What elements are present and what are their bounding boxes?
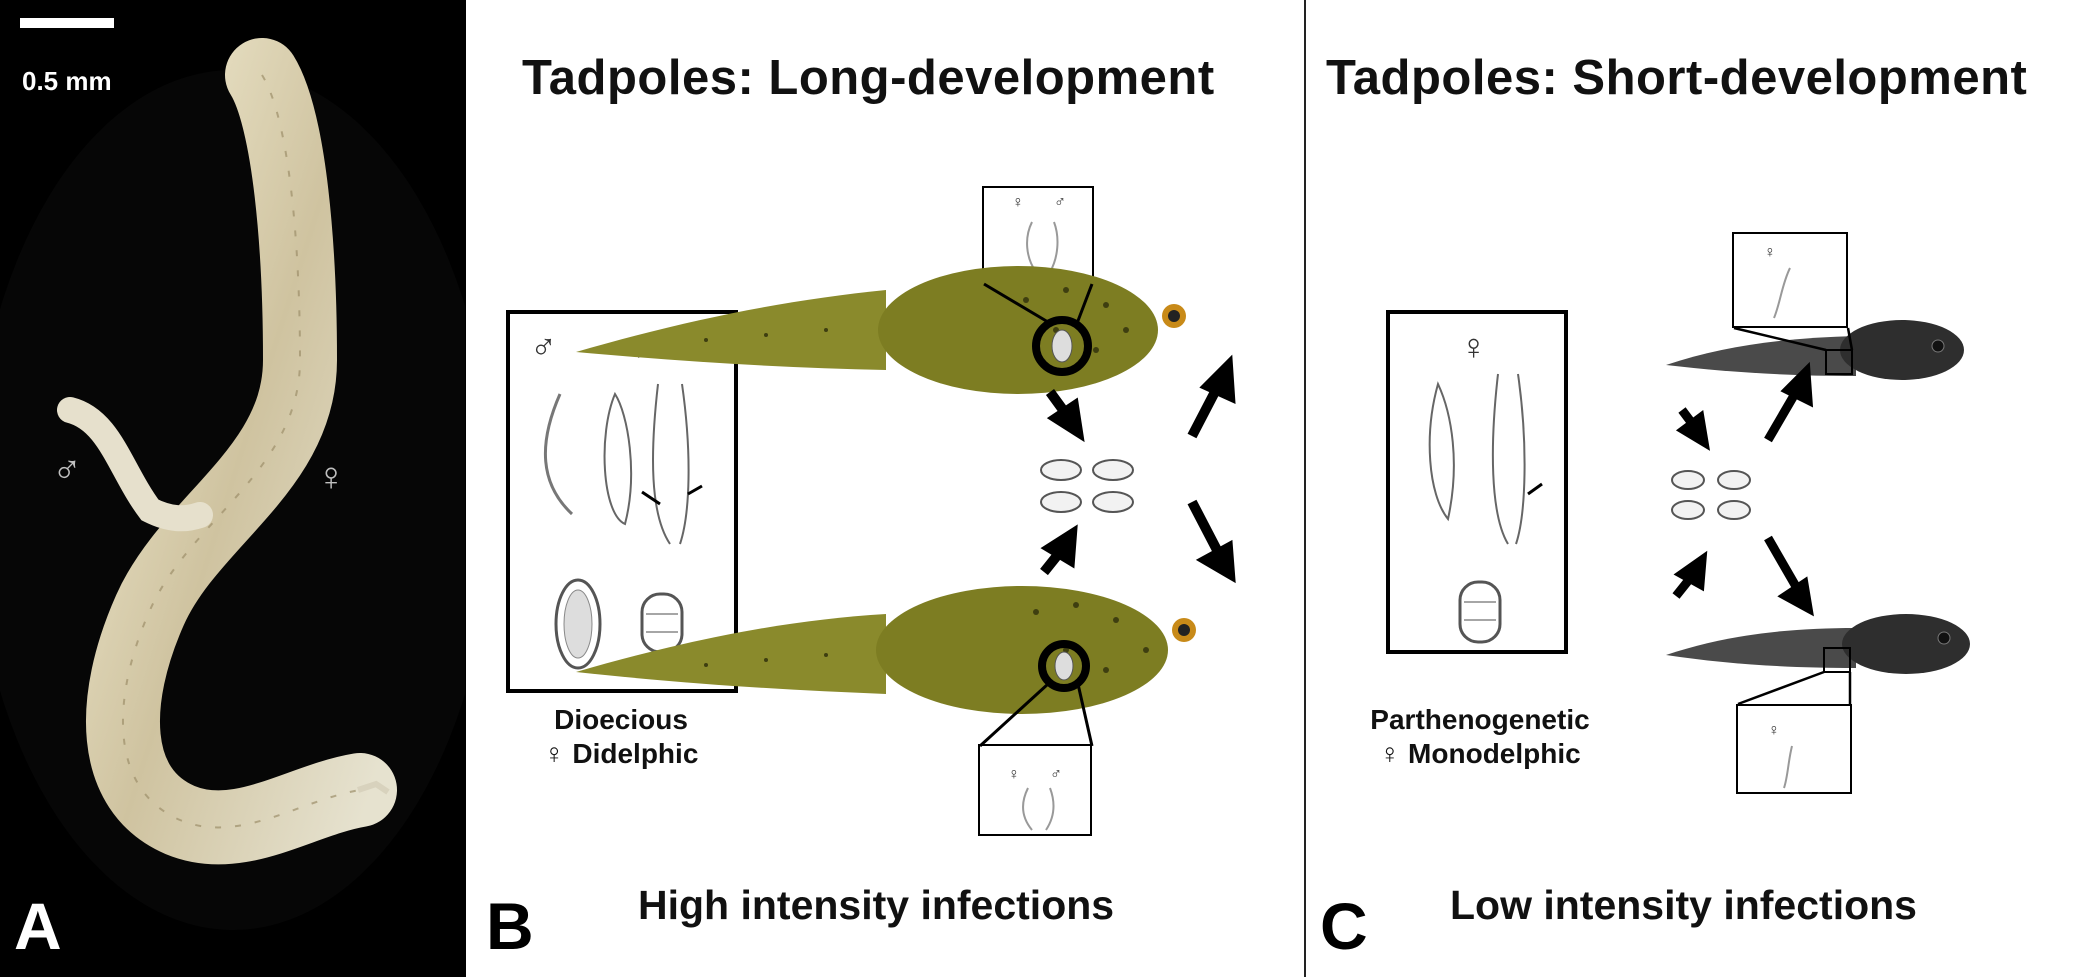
life-cycle-diagram-c [1666, 320, 1970, 706]
male-symbol: ♂ [52, 448, 82, 492]
panel-c-footer: Low intensity infections [1450, 882, 1917, 928]
inset-box-bottom-c: ♀ [1736, 704, 1852, 794]
panel-c: Tadpoles: Short-development ♀ Parthenoge… [1306, 0, 2075, 977]
female-symbol: ♀ [1012, 194, 1024, 211]
nematode-photo [0, 38, 466, 930]
panel-c-caption: Parthenogenetic ♀ Monodelphic [1350, 703, 1610, 771]
female-symbol: ♀ [1764, 244, 1776, 261]
panel-letter-b: B [486, 889, 534, 963]
life-cycle-diagram-b [576, 266, 1236, 748]
panel-letter-a: A [14, 889, 62, 963]
scale-bar [20, 18, 114, 28]
caption-line-1: Parthenogenetic [1370, 704, 1590, 735]
divider-b-c [1304, 0, 1307, 977]
panel-b: Tadpoles: Long-development ♂ ♀ Dioecious… [466, 0, 1304, 977]
panel-letter-c: C [1320, 889, 1368, 963]
female-symbol: ♀ [316, 455, 346, 499]
worm-sketch [1022, 787, 1055, 831]
arrows-c [1672, 361, 1814, 617]
arrows-b [1040, 354, 1236, 584]
inset-box-top-c: ♀ [1732, 232, 1848, 328]
morphology-box-c: ♀ [1386, 310, 1568, 654]
male-symbol: ♂ [1054, 194, 1066, 211]
eggs-b [1040, 459, 1134, 513]
male-symbol: ♂ [530, 326, 557, 367]
inset-box-bottom-b: ♀ ♂ [978, 744, 1092, 836]
scale-label: 0.5 mm [22, 66, 112, 96]
tadpole-top [576, 266, 1186, 394]
eggs-c [1671, 470, 1751, 520]
panel-b-footer: High intensity infections [638, 882, 1115, 928]
panel-b-title: Tadpoles: Long-development [522, 51, 1215, 105]
caption-line-2: ♀ Monodelphic [1379, 738, 1581, 769]
worm-sketch [1773, 267, 1791, 319]
panel-a: 0.5 mm ♂ ♀ A [0, 0, 466, 977]
male-symbol: ♂ [1050, 766, 1062, 783]
caption-line-1: Dioecious [554, 704, 688, 735]
female-symbol: ♀ [1008, 766, 1020, 783]
panel-c-title: Tadpoles: Short-development [1326, 51, 2028, 105]
tadpole-bottom [576, 586, 1196, 748]
morphology-box-b: ♂ ♀ [506, 310, 738, 693]
female-symbol: ♀ [1460, 326, 1487, 367]
nematode-drawings [1428, 373, 1543, 644]
tadpole-bottom-c [1666, 614, 1970, 706]
panel-b-caption: Dioecious ♀ Didelphic [496, 703, 746, 771]
caption-line-2: ♀ Didelphic [543, 738, 699, 769]
nematode-drawings [543, 383, 703, 670]
worm-sketch [1783, 745, 1793, 789]
female-symbol: ♀ [1768, 722, 1780, 739]
tadpole-top-c [1666, 320, 1964, 380]
